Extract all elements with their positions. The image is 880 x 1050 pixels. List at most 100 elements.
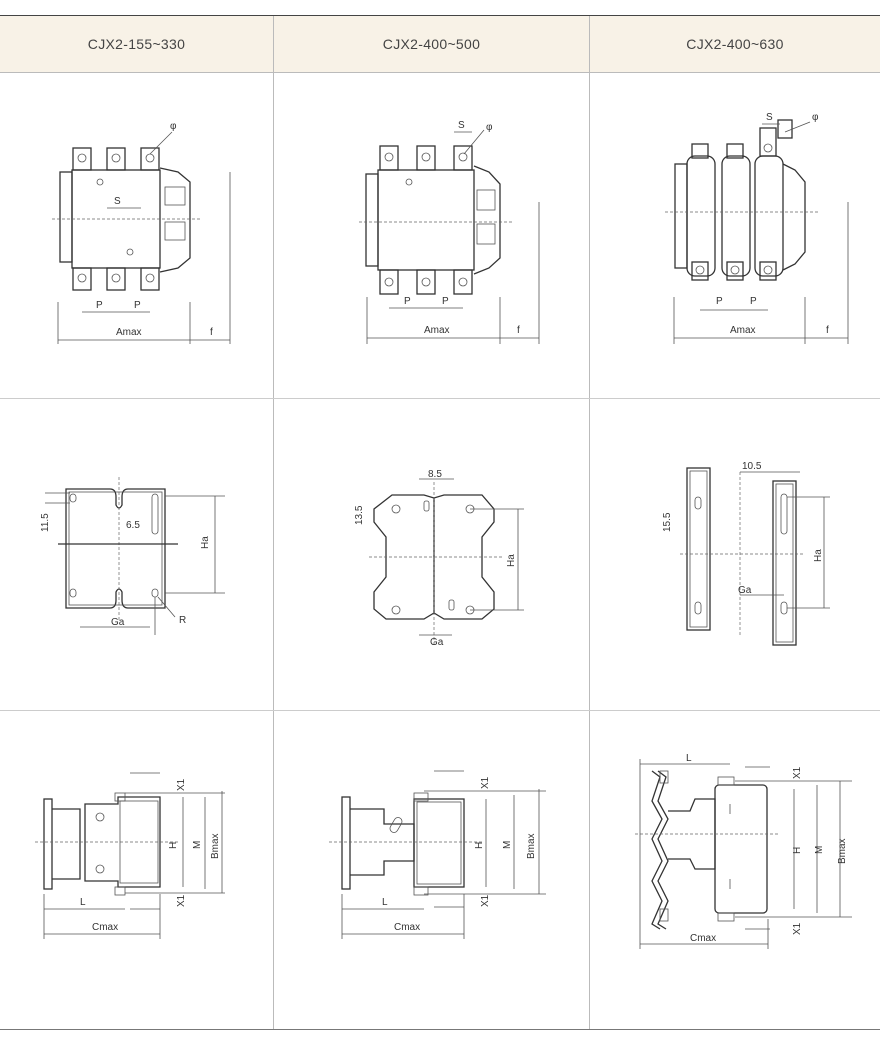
drawing-stroke: [763, 265, 773, 275]
drawing-stroke: [717, 912, 735, 922]
side-view-drawing-2: X1 H M Bmax X1 L Cmax: [274, 709, 589, 1028]
label-15-5: 15.5: [662, 512, 673, 532]
label-s: S: [114, 196, 121, 207]
drawing-stroke: [423, 500, 430, 512]
label-l: L: [686, 753, 692, 764]
drawing-stroke: [448, 599, 455, 611]
mounting-drawing-3: 10.5 15.5 Ga Ha: [590, 397, 880, 709]
side-view-drawing-1: X1 H M Bmax X1 L Cmax: [0, 709, 273, 1028]
label-cmax: Cmax: [92, 922, 118, 933]
label-x1-top: X1: [176, 778, 187, 791]
label-phi: φ: [170, 121, 177, 132]
drawing-stroke: [69, 588, 77, 598]
label-s: S: [766, 112, 773, 123]
label-p: P: [750, 296, 757, 307]
drawing-stroke: [145, 273, 155, 283]
drawing-stroke: [65, 488, 166, 609]
drawing-stroke: [780, 493, 788, 535]
column-divider: [589, 16, 590, 1029]
drawing-stroke: [391, 500, 475, 615]
drawing-stroke: [689, 470, 708, 628]
label-amax: Amax: [116, 327, 142, 338]
label-m: M: [502, 841, 513, 849]
label-13-5: 13.5: [354, 505, 365, 525]
label-f: f: [210, 327, 213, 338]
label-h: H: [168, 842, 179, 849]
drawing-stroke: [759, 261, 777, 281]
drawing-stroke: [384, 277, 394, 287]
drawing-stroke: [772, 480, 797, 646]
drawing-stroke: [726, 261, 744, 281]
drawing-stroke: [164, 221, 186, 241]
label-cmax: Cmax: [690, 933, 716, 944]
drawing-stroke: [691, 261, 709, 281]
drawing-stroke: [159, 167, 191, 273]
label-h: H: [474, 842, 485, 849]
drawing-stroke: [379, 145, 473, 295]
side-view-drawing-3: X1 H M Bmax X1 L Cmax: [590, 709, 880, 1028]
label-ga: Ga: [738, 585, 752, 596]
label-p: P: [404, 296, 411, 307]
drawing-stroke: [389, 792, 429, 896]
label-ha: Ha: [200, 536, 211, 549]
label-m: M: [192, 841, 203, 849]
label-f: f: [517, 325, 520, 336]
drawing-stroke: [114, 792, 126, 802]
label-x1-top: X1: [480, 776, 491, 789]
drawing-stroke: [151, 493, 159, 535]
drawing-stroke: [421, 277, 431, 287]
row-divider: [0, 710, 880, 711]
drawing-stroke: [476, 189, 496, 211]
label-s: S: [458, 120, 465, 131]
label-11-5: 11.5: [40, 513, 51, 532]
drawing-stroke: [714, 784, 768, 914]
drawing-stroke: [140, 147, 160, 171]
column-divider: [273, 16, 274, 1029]
drawing-stroke: [695, 143, 773, 275]
drawing-stroke: [458, 152, 468, 162]
drawing-stroke: [759, 127, 777, 157]
drawing-stroke: [384, 152, 468, 287]
drawing-stroke: [140, 267, 160, 291]
drawing-stroke: [341, 796, 351, 890]
drawing-stroke: [782, 163, 806, 271]
drawing-stroke: [777, 119, 793, 139]
label-p: P: [96, 300, 103, 311]
label-bmax: Bmax: [526, 833, 537, 859]
drawing-stroke: [463, 129, 485, 155]
drawing-stroke: [651, 770, 663, 930]
label-p: P: [134, 300, 141, 311]
drawing-stroke: [69, 493, 77, 503]
label-x1-top: X1: [792, 766, 803, 779]
label-l: L: [80, 897, 86, 908]
drawing-stroke: [84, 796, 161, 888]
label-l: L: [382, 897, 388, 908]
label-6-5: 6.5: [126, 520, 140, 531]
drawing-stroke: [686, 155, 716, 277]
drawing-stroke: [780, 601, 788, 615]
drawing-stroke: [659, 908, 669, 922]
label-ha: Ha: [813, 549, 824, 562]
drawing-stroke: [775, 483, 794, 643]
mounting-drawing-1: 11.5 6.5 Ha Ga R: [0, 397, 273, 709]
label-bmax: Bmax: [210, 833, 221, 859]
drawing-stroke: [413, 798, 465, 888]
column-header-3: CJX2-400~630: [590, 16, 880, 73]
drawing-stroke: [164, 186, 186, 206]
label-bmax: Bmax: [837, 838, 848, 864]
label-amax: Amax: [424, 325, 450, 336]
drawing-stroke: [694, 496, 702, 510]
drawing-stroke: [695, 265, 705, 275]
drawing-stroke: [151, 588, 159, 598]
drawing-stroke: [77, 273, 87, 283]
drawing-stroke: [149, 131, 173, 155]
drawing-stroke: [111, 273, 121, 283]
label-ga: Ga: [111, 617, 125, 628]
drawing-stroke: [68, 491, 163, 606]
label-10-5: 10.5: [742, 461, 762, 472]
label-phi: φ: [486, 122, 493, 133]
drawing-stroke: [365, 173, 379, 267]
drawing-stroke: [145, 153, 155, 163]
drawing-stroke: [384, 152, 394, 162]
drawing-stroke: [126, 248, 134, 256]
